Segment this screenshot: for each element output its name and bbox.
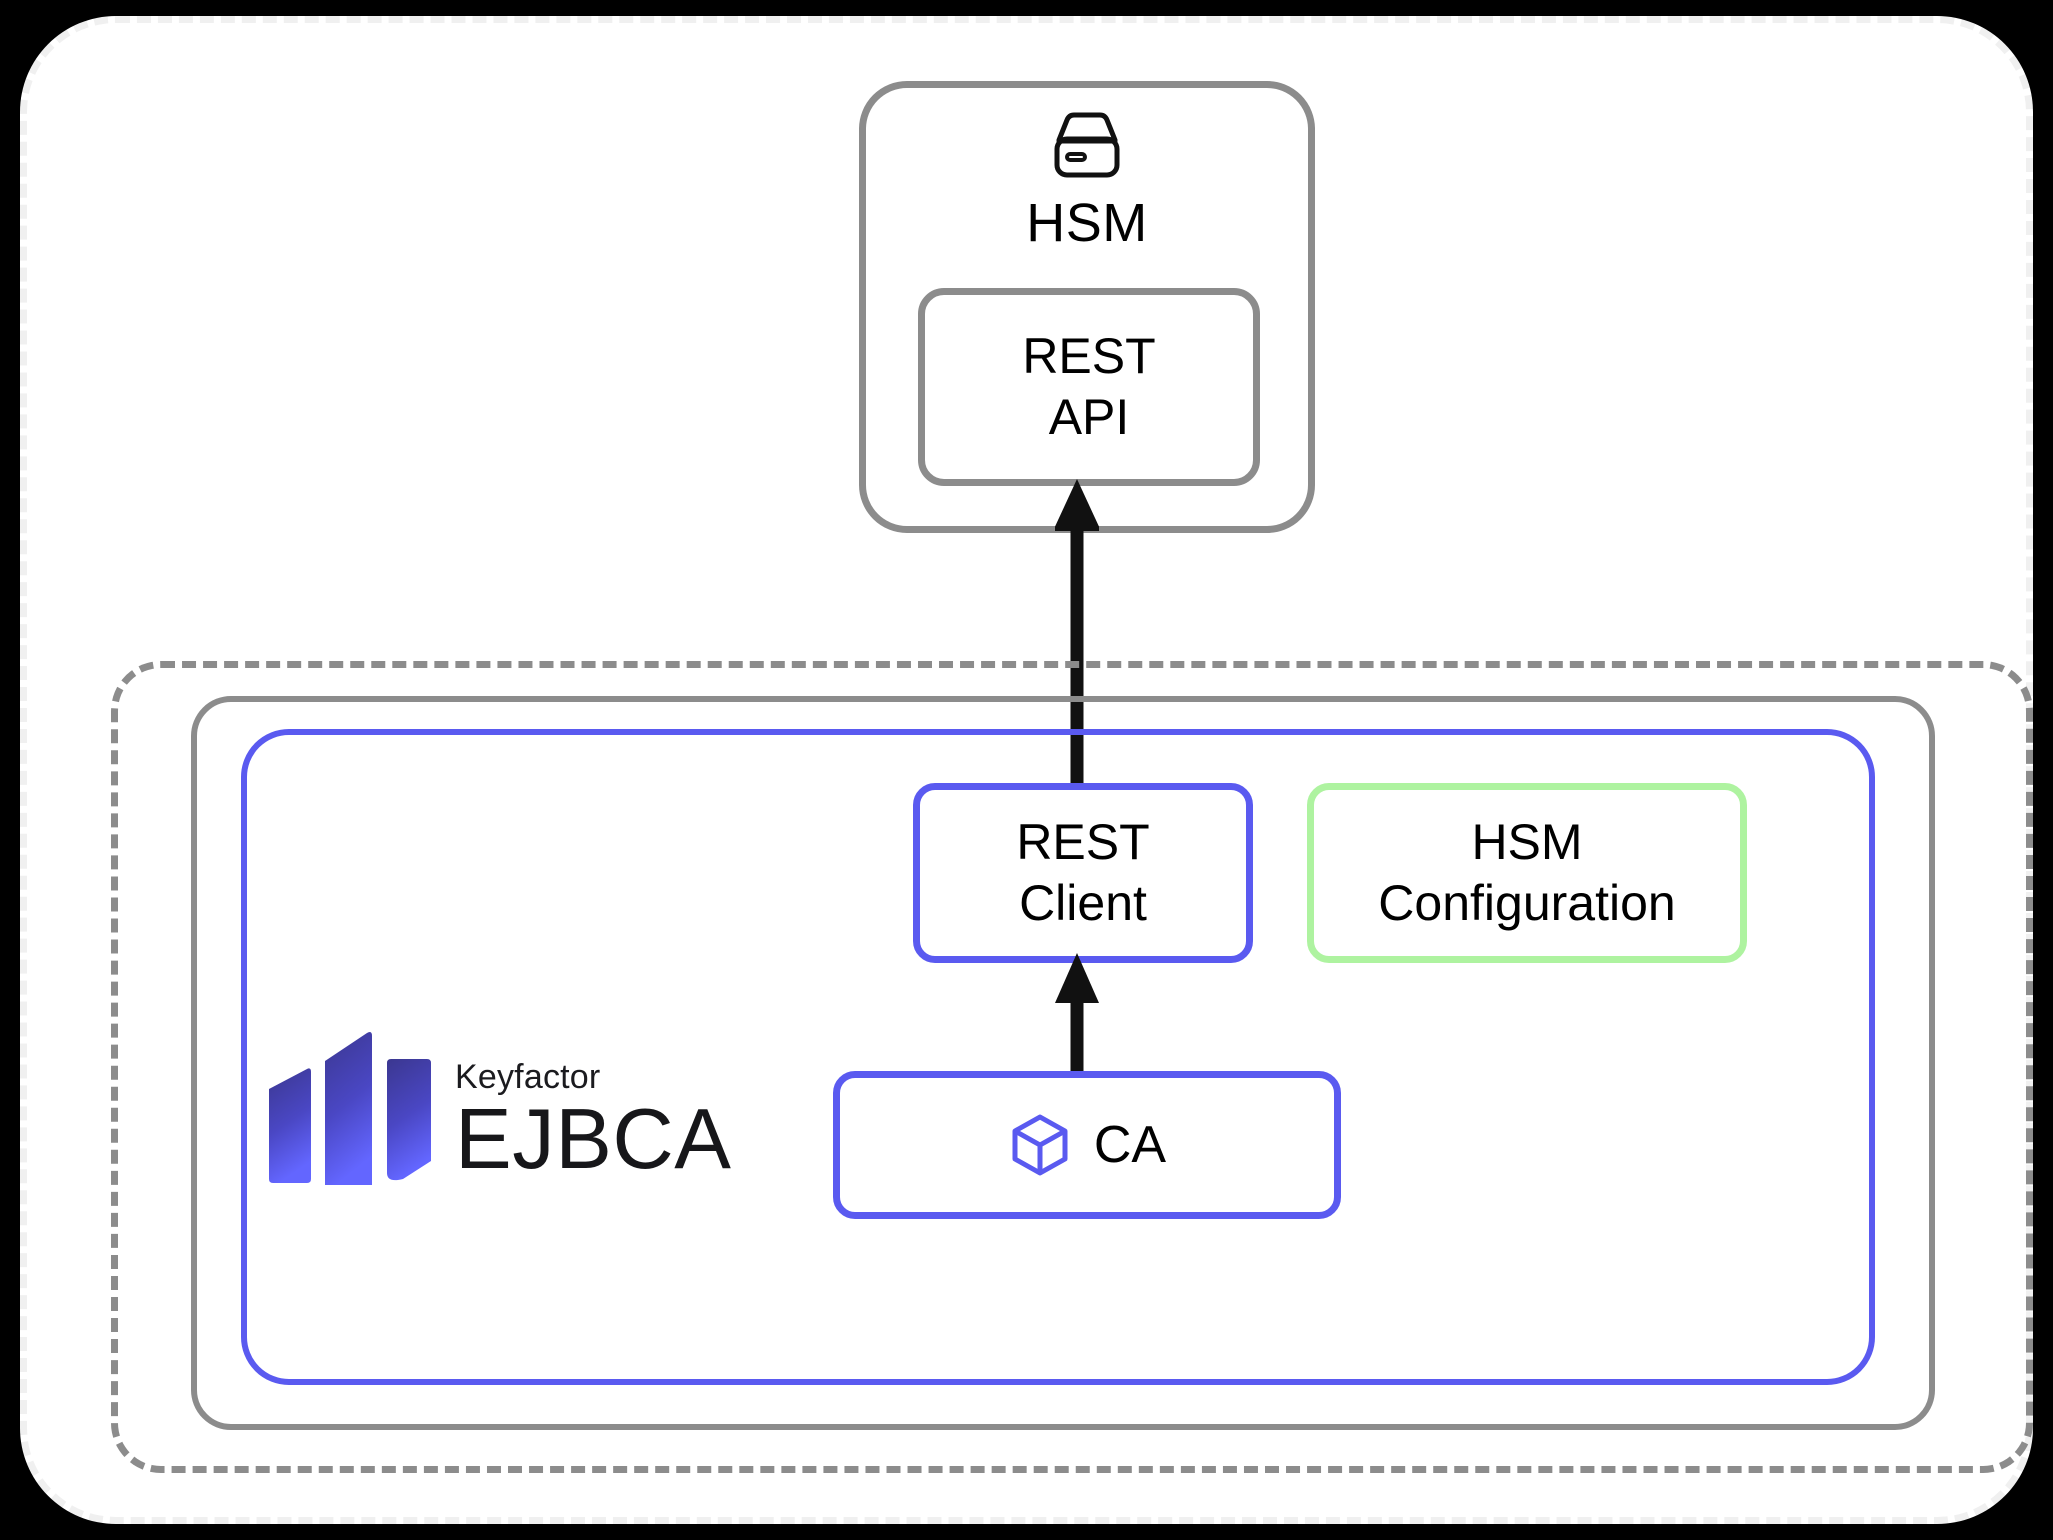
rest-api-label-line1: REST	[1022, 328, 1156, 384]
trust-boundary-dashed	[111, 661, 2033, 1473]
hsm-configuration-node[interactable]: HSM Configuration	[1307, 783, 1747, 963]
diagram-canvas: HSM REST API	[20, 16, 2033, 1524]
hard-drive-icon	[1045, 110, 1129, 182]
hsm-configuration-label-line2: Configuration	[1378, 875, 1676, 931]
ca-label: CA	[1093, 1115, 1167, 1174]
logo-wordmark: Keyfactor EJBCA	[455, 1058, 732, 1188]
ejbca-container	[241, 729, 1875, 1385]
rest-client-label-line2: Client	[1019, 875, 1147, 931]
arrow-ca-to-rest-client	[1055, 951, 1099, 1083]
rest-client-node[interactable]: REST Client	[913, 783, 1253, 963]
hsm-configuration-label-line1: HSM	[1471, 814, 1583, 870]
rest-api-node[interactable]: REST API	[918, 288, 1260, 486]
ca-node[interactable]: CA	[833, 1071, 1341, 1219]
cube-icon	[1008, 1113, 1072, 1177]
hsm-label: HSM	[1026, 193, 1148, 253]
logo-product-text: EJBCA	[455, 1092, 732, 1188]
rest-api-label-line2: API	[1048, 389, 1130, 445]
keyfactor-ejbca-logo: Keyfactor EJBCA	[263, 1025, 743, 1185]
arrow-rest-client-to-rest-api	[1053, 475, 1101, 797]
keyfactor-bars-logo-icon	[263, 1027, 439, 1185]
host-container	[191, 696, 1935, 1430]
rest-client-label-line1: REST	[1016, 814, 1150, 870]
hsm-node[interactable]: HSM REST API	[859, 81, 1315, 533]
logo-brand-text: Keyfactor	[455, 1058, 601, 1097]
